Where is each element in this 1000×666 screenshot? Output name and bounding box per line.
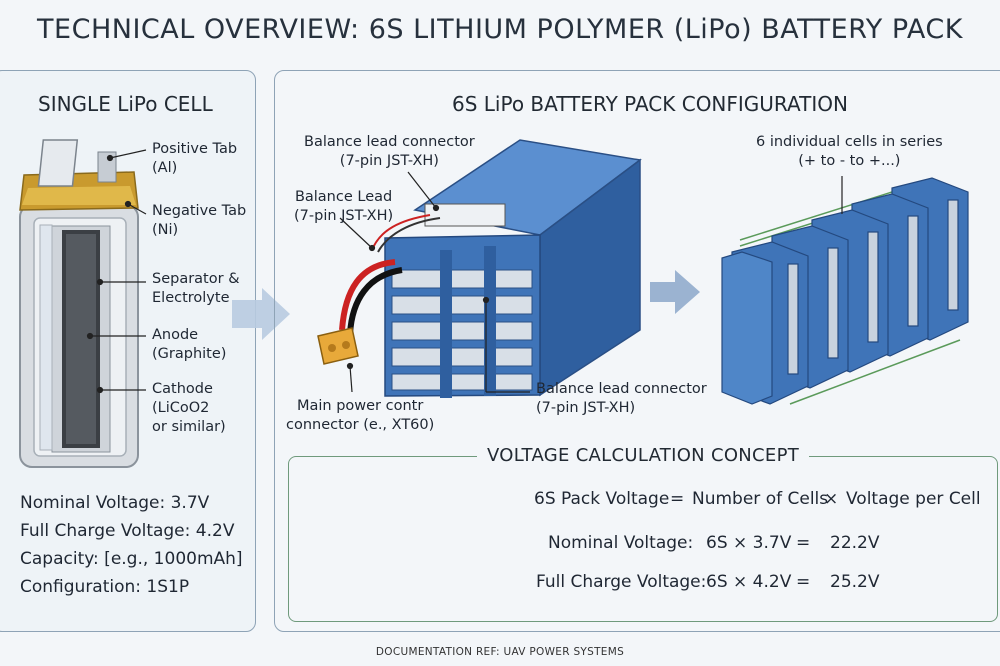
nominal-equals: =	[796, 533, 811, 553]
spec-nominal-voltage: Nominal Voltage: 3.7V	[20, 493, 210, 513]
negative-tab-label: Negative Tab (Ni)	[152, 203, 247, 238]
cells-in-series-illustration	[721, 177, 969, 405]
full-charge-expression: 6S × 4.2V	[706, 572, 792, 592]
spec-full-charge-voltage: Full Charge Voltage: 4.2V	[20, 521, 235, 541]
full-charge-voltage-label: Full Charge Voltage:	[536, 572, 707, 592]
pack-voltage-header: 6S Pack Voltage	[534, 489, 670, 509]
spec-capacity: Capacity: [e.g., 1000mAh]	[20, 549, 243, 569]
full-charge-voltage-result: 25.2V	[830, 572, 880, 592]
pack-configuration-panel	[274, 70, 1000, 632]
pack-leader-lines	[339, 171, 530, 393]
cathode-label: Cathode (LiCoO2 or similar)	[152, 381, 226, 435]
arrow-icon	[650, 270, 700, 314]
single-cell-illustration	[19, 139, 139, 468]
balance-lead-label: Balance Lead (7-pin JST-XH)	[294, 189, 394, 224]
spec-configuration: Configuration: 1S1P	[20, 577, 190, 597]
arrow-icon	[232, 288, 290, 340]
voltage-calculation-panel: VOLTAGE CALCULATION CONCEPT	[288, 445, 998, 622]
number-of-cells-header: Number of Cells	[692, 489, 829, 509]
anode-label: Anode (Graphite)	[152, 327, 227, 362]
separator-label: Separator & Electrolyte	[152, 271, 240, 306]
cell-leader-lines	[86, 149, 147, 394]
voltage-calculation-title: VOLTAGE CALCULATION CONCEPT	[476, 445, 810, 466]
page-title: TECHNICAL OVERVIEW: 6S LITHIUM POLYMER (…	[37, 14, 963, 45]
equals-symbol: =	[670, 489, 685, 509]
single-cell-title: SINGLE LiPo CELL	[38, 92, 213, 116]
documentation-footer: DOCUMENTATION REF: UAV POWER SYSTEMS	[375, 646, 625, 658]
nominal-voltage-label: Nominal Voltage:	[548, 533, 694, 553]
battery-pack-illustration	[317, 139, 642, 398]
main-power-connector-label: Main power contr connector (e., XT60)	[286, 398, 435, 433]
balance-connector-top-label: Balance lead connector (7-pin JST-XH)	[304, 134, 475, 169]
times-symbol: ×	[824, 489, 839, 509]
nominal-voltage-result: 22.2V	[830, 533, 880, 553]
positive-tab-label: Positive Tab (Al)	[152, 141, 238, 176]
cells-in-series-label: 6 individual cells in series (+ to - to …	[756, 134, 943, 169]
voltage-per-cell-header: Voltage per Cell	[846, 489, 981, 509]
balance-connector-bottom-label: Balance lead connector (7-pin JST-XH)	[536, 381, 707, 416]
nominal-voltage-expression: 6S × 3.7V	[706, 533, 792, 553]
pack-configuration-title: 6S LiPo BATTERY PACK CONFIGURATION	[452, 92, 848, 116]
full-charge-equals: =	[796, 572, 811, 592]
